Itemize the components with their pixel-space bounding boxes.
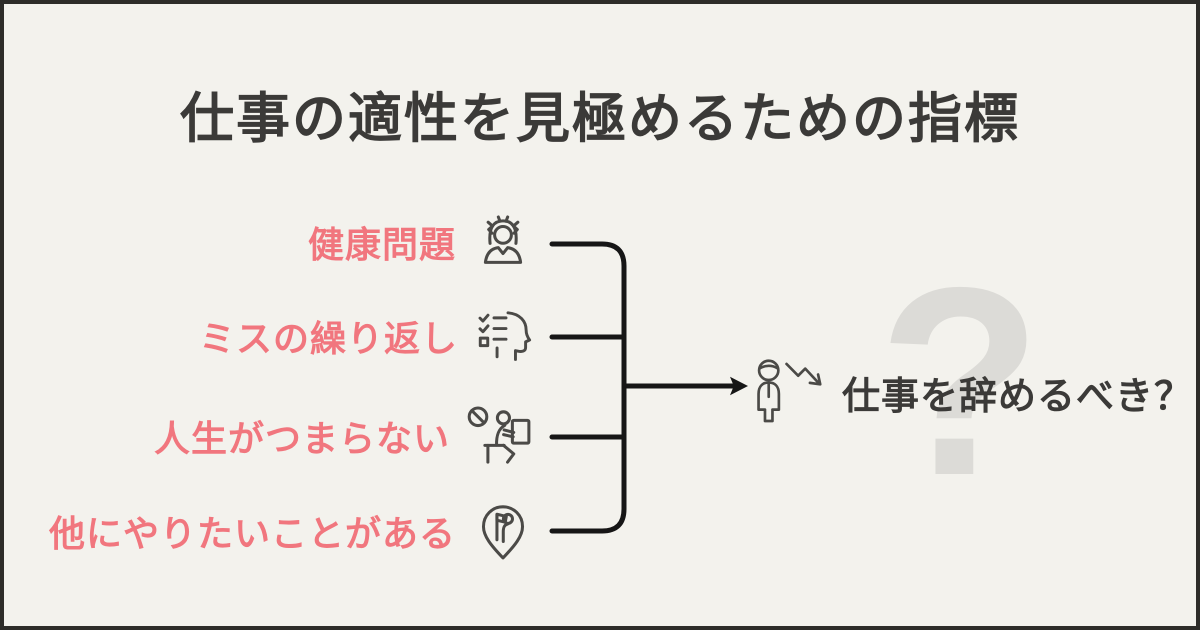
question-mark-watermark: ?	[878, 231, 1042, 531]
factor-life-is-boring: 人生がつまらない	[154, 400, 536, 472]
checklist-head-icon	[472, 304, 536, 368]
bored-at-desk-icon	[464, 403, 536, 469]
page-title: 仕事の適性を見極めるための指標	[180, 89, 1020, 149]
factor-label: ミスの繰り返し	[198, 318, 458, 359]
conclusion: 仕事を辞めるべき？	[750, 350, 1193, 434]
factor-health-problem: 健康問題	[308, 206, 536, 278]
map-pin-person-icon	[470, 498, 536, 564]
factor-something-else-to-do: 他にやりたいことがある	[49, 495, 536, 567]
factor-label: 健康問題	[307, 224, 456, 265]
factor-label: 人生がつまらない	[153, 418, 450, 459]
bracket-connector	[549, 241, 748, 534]
stressed-person-icon	[470, 209, 536, 275]
factor-label: 他にやりたいことがある	[48, 513, 456, 554]
conclusion-label: 仕事を辞めるべき？	[842, 375, 1194, 418]
factor-repeated-mistakes: ミスの繰り返し	[199, 300, 536, 372]
person-decline-arrow-icon	[750, 355, 832, 430]
